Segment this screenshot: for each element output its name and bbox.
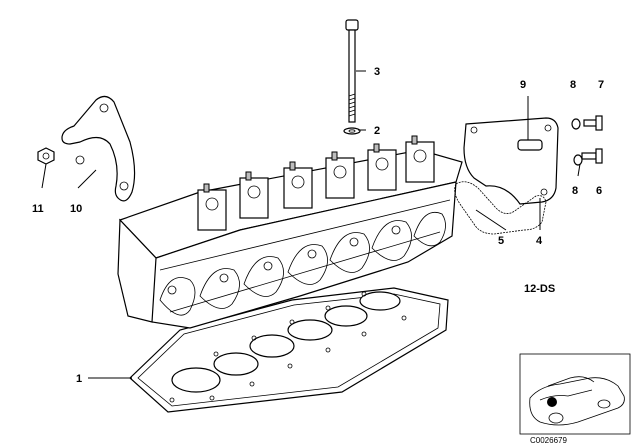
cover-plate	[463, 117, 559, 205]
cover-gasket	[454, 181, 547, 235]
cover-bolt-upper	[583, 115, 603, 131]
hex-nut	[37, 147, 55, 165]
leader-lines	[41, 70, 581, 379]
callout-8-lower: 8	[572, 185, 578, 197]
cylinder-head-bolt	[345, 19, 359, 123]
callout-7: 7	[598, 79, 604, 91]
callout-6: 6	[596, 185, 602, 197]
reference-number: C0026679	[530, 436, 567, 445]
callout-2: 2	[374, 125, 380, 137]
cylinder-head	[117, 135, 463, 329]
cover-bolt-lower	[581, 148, 603, 164]
bolt-washer	[343, 127, 361, 135]
callout-8-upper: 8	[570, 79, 576, 91]
lifting-bracket	[61, 95, 136, 202]
callout-10: 10	[70, 203, 82, 215]
callout-9: 9	[520, 79, 526, 91]
callout-1: 1	[76, 373, 82, 385]
cover-washer-upper	[571, 118, 581, 130]
callout-3: 3	[374, 66, 380, 78]
location-marker-dot	[547, 397, 557, 407]
callout-11: 11	[32, 203, 44, 215]
sleeve-dowel	[517, 139, 543, 151]
cover-washer-lower	[573, 154, 583, 166]
cylinder-head-gasket	[129, 287, 449, 413]
engine-code-label: 12-DS	[524, 283, 555, 295]
callout-5: 5	[498, 235, 504, 247]
car-location-thumbnail	[519, 353, 631, 435]
callout-4: 4	[536, 235, 543, 247]
